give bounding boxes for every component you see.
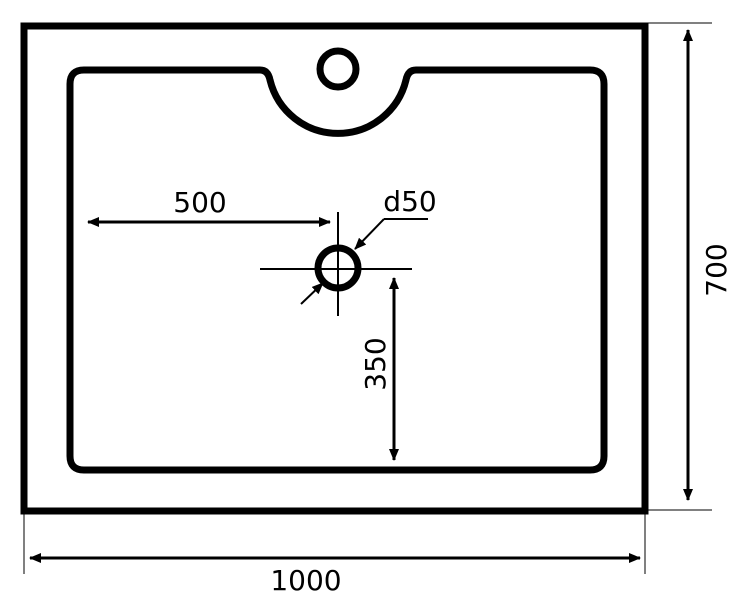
dim-extensions-700 — [648, 22, 712, 511]
dim-leader-d50 — [300, 218, 428, 305]
drain-hole — [260, 212, 412, 316]
dim-label-350: 350 — [359, 337, 392, 390]
dim-label-d50: d50 — [383, 185, 436, 218]
overflow-hole — [316, 47, 360, 91]
dim-label-700: 700 — [700, 243, 733, 296]
dim-extensions-1000 — [23, 514, 646, 574]
tray-outer-rim — [20, 22, 649, 515]
dim-label-1000: 1000 — [270, 564, 341, 597]
tray-inner-basin — [66, 66, 608, 474]
dim-label-500: 500 — [173, 186, 226, 219]
